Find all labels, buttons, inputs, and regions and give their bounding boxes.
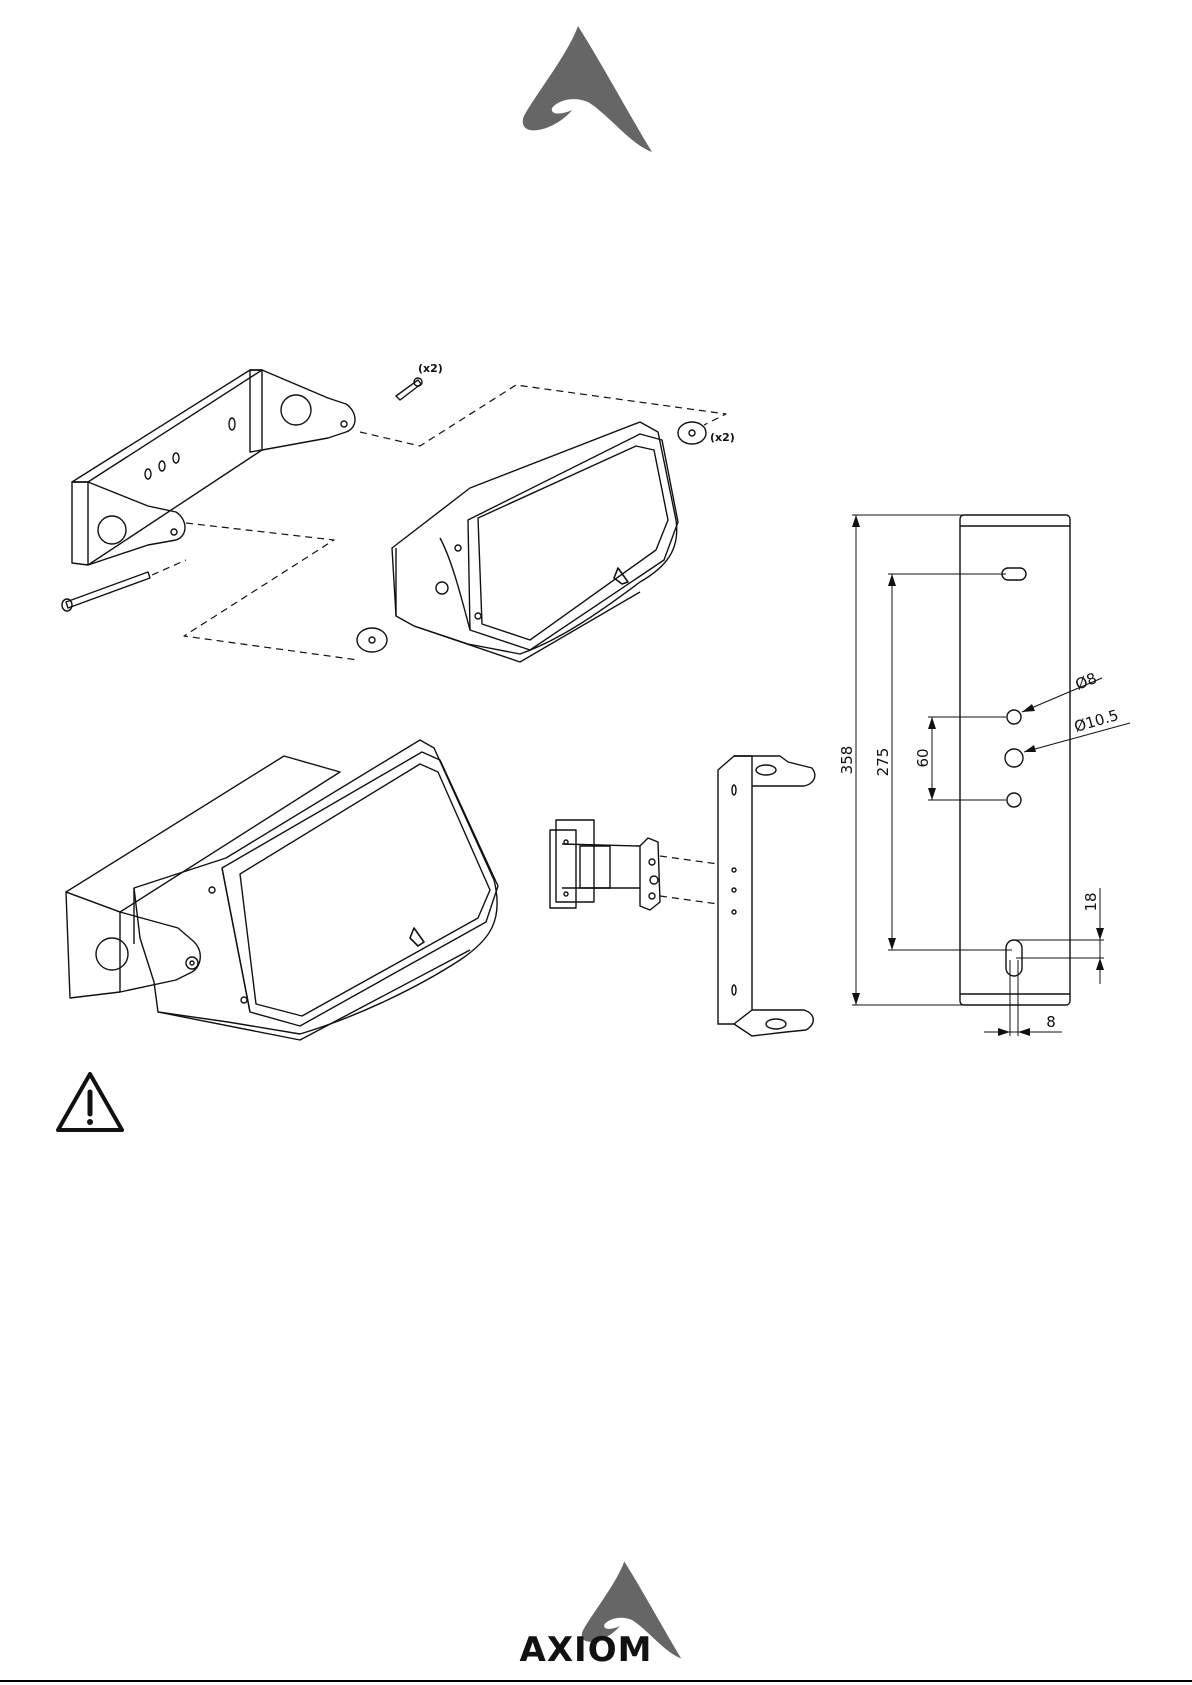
screw-qty-label: (x2) bbox=[418, 362, 443, 375]
dim-hole-span: 275 bbox=[874, 748, 892, 777]
dim-large-hole: Ø10.5 bbox=[1072, 706, 1120, 736]
speaker-assembled bbox=[66, 740, 498, 1040]
screw-rear bbox=[396, 378, 422, 400]
dim-slot-height: 18 bbox=[1082, 892, 1100, 911]
dim-slot-width: 8 bbox=[1046, 1013, 1056, 1031]
dim-hole-pitch: 60 bbox=[914, 748, 932, 767]
dimension-lines bbox=[852, 515, 1130, 1036]
spacer-front bbox=[357, 628, 387, 652]
bracket-flat bbox=[960, 515, 1070, 1005]
dim-total-height: 358 bbox=[838, 746, 856, 775]
screw-front bbox=[62, 572, 150, 611]
footer-rule bbox=[0, 1680, 1192, 1682]
warning-triangle-icon bbox=[54, 1070, 126, 1134]
assembly-guides bbox=[152, 385, 726, 660]
wall-guides bbox=[660, 856, 718, 904]
bracket-arm bbox=[718, 756, 815, 1036]
speaker-exploded bbox=[392, 422, 678, 662]
spacer-qty-label: (x2) bbox=[710, 431, 735, 444]
wall-mount-plate bbox=[550, 820, 660, 910]
spacer-rear bbox=[678, 422, 706, 444]
dim-small-hole: Ø8 bbox=[1073, 669, 1100, 694]
axiom-brand-name: AXIOM bbox=[506, 1630, 666, 1670]
u-bracket-exploded bbox=[72, 370, 355, 565]
